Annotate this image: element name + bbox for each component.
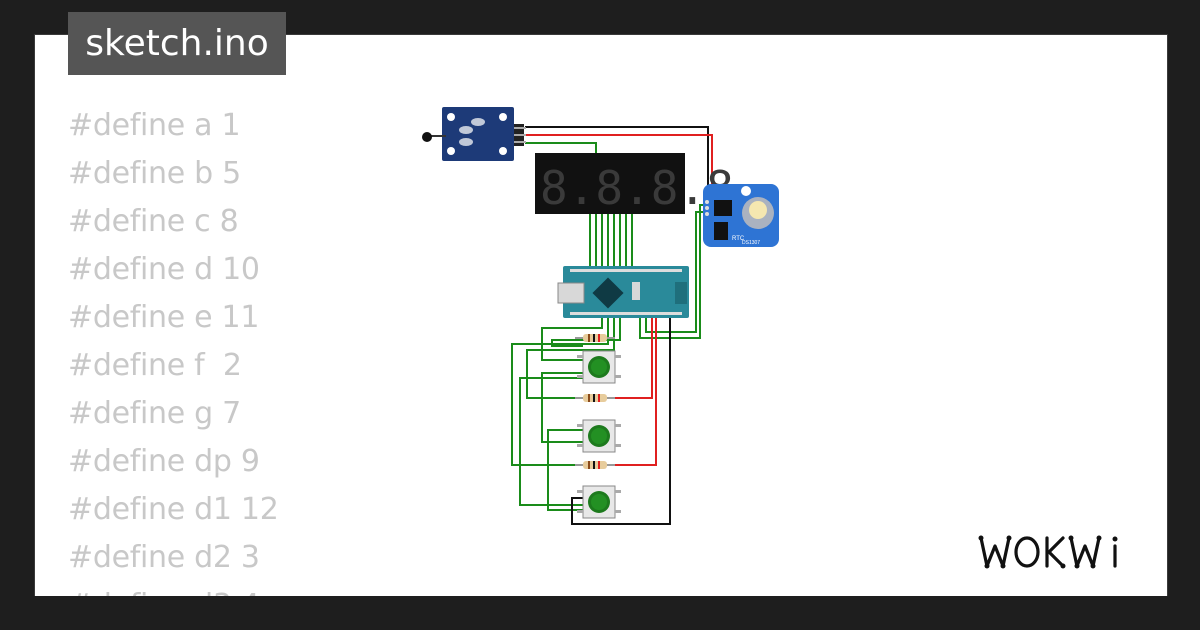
signal-wire [511, 318, 609, 466]
signal-wire [525, 142, 597, 270]
ground-wire [525, 126, 709, 190]
code-line: #define b 5 [68, 156, 241, 191]
code-line: #define f 2 [68, 348, 242, 383]
ground-wire [571, 318, 671, 525]
temperature-sensor[interactable] [422, 107, 526, 161]
svg-text:DS1307: DS1307 [742, 240, 760, 246]
power-wire [525, 134, 713, 188]
code-line: #define d2 3 [68, 540, 260, 575]
code-preview: #define a 1 #define b 5 #define c 8 #def… [34, 70, 354, 630]
signal-wire [645, 211, 706, 333]
code-line: #define d 10 [68, 252, 260, 287]
resistor-3[interactable] [575, 461, 615, 469]
wokwi-logo [978, 535, 1118, 569]
bottom-frame [0, 596, 1200, 630]
signal-wire [547, 429, 583, 511]
signal-wire [519, 377, 583, 506]
pushbutton-3[interactable] [577, 485, 621, 519]
code-line: #define d1 12 [68, 492, 279, 527]
wires [511, 126, 713, 525]
pushbutton-2[interactable] [577, 419, 621, 453]
pushbutton-1[interactable] [577, 350, 621, 384]
signal-wire [639, 204, 706, 339]
power-wire [610, 318, 653, 399]
resistor-1[interactable] [575, 334, 615, 342]
arduino-nano[interactable] [557, 266, 689, 318]
signal-wire [541, 372, 583, 443]
resistor-2[interactable] [575, 394, 615, 402]
code-line: #define c 8 [68, 204, 239, 239]
signal-wire [551, 318, 621, 347]
code-line: #define g 7 [68, 396, 241, 431]
code-line: #define e 11 [68, 300, 260, 335]
code-line: #define dp 9 [68, 444, 260, 479]
svg-text:RTC: RTC [732, 236, 745, 242]
power-wire [610, 318, 657, 466]
file-title-tab: sketch.ino [68, 12, 286, 75]
code-line: #define a 1 [68, 108, 241, 143]
rtc-module[interactable]: RTC DS1307 [703, 184, 779, 247]
signal-wire [541, 318, 603, 361]
